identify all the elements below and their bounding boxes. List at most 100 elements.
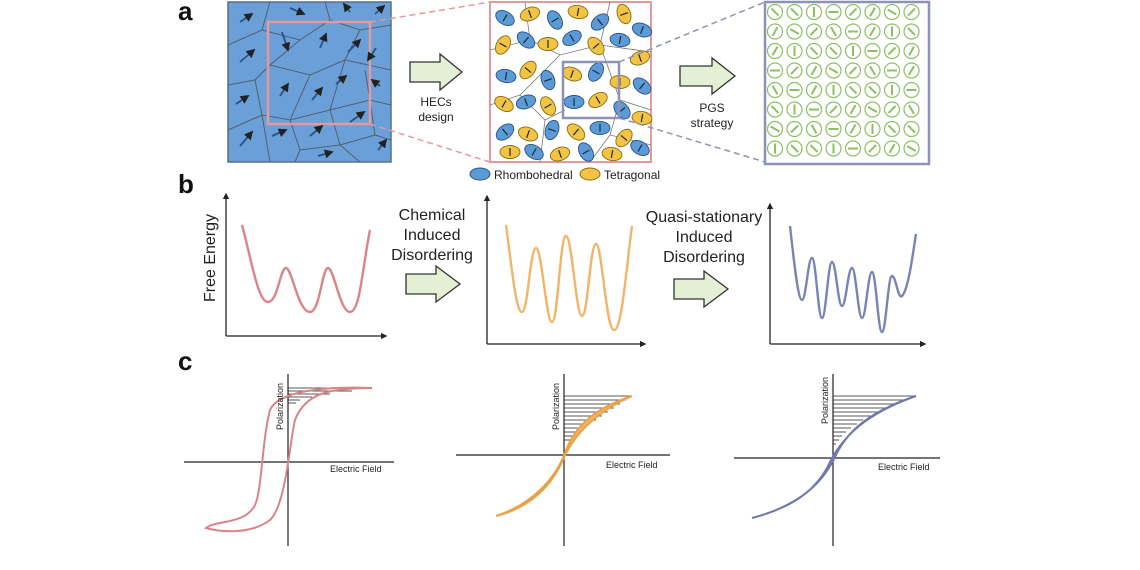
nanoregion-dipole [887,8,897,16]
domain-polarization-arrow [640,26,644,34]
disordering-label-1: Disordering [391,247,473,264]
chemical-disordering-arrow [405,264,462,304]
domain-polarization-arrow [638,82,646,90]
nanoregion-dipole [771,26,779,37]
domain-polarization-arrow [592,42,600,50]
energy-curve-ferroelectric [240,224,372,314]
nanoregion-dipole [771,46,779,56]
nanoregion-dipole [869,65,876,76]
nanoregion-dipole [809,46,819,56]
quasi-stationary-arrow [673,269,730,309]
induced-label-1: Induced [404,227,461,244]
pe-loop-chemical [456,374,670,546]
quasi-stationary-label: Quasi-stationary [646,209,763,226]
nanoregion-dipole [869,7,876,17]
nanoregion-dipole [888,143,896,154]
slim-loop-pgs [751,395,917,519]
nanoregion-dipole [867,106,878,113]
energy-plot-3 [766,202,927,348]
polarization-label-2: Polarization [551,383,561,430]
nanoregion-dipole [790,7,799,17]
zoom-line-top [369,1,491,23]
nanoregion-dipole [829,46,838,56]
polar-nanoregion-grid [766,3,920,157]
nanoregion-dipole [809,144,819,153]
nanoregion-dipole [848,85,858,95]
pgs-strategy-arrow [679,56,737,96]
nanoregion-dipole [770,105,780,114]
domain-polarization-arrow [569,34,575,42]
nanoregion-dipole [868,85,877,95]
nanoregion-dipole [849,104,857,115]
grain-structure-panel [227,1,392,163]
domain-polarization-arrow [551,17,559,23]
zoom-line-bottom-2 [618,117,766,163]
domain-polarization-arrow [544,78,552,82]
hysteresis-loop [203,386,373,533]
nanoregion-dipole [887,124,897,134]
electric-field-label-2: Electric Field [606,460,658,470]
nanoregion-dipole [849,124,857,134]
domain-polarization-arrow [610,149,614,159]
domain-polarization-arrow [618,35,622,45]
domain-polarization-arrow [524,98,528,106]
pgs-grid-panel [763,0,931,166]
hecs-label: HECs [420,95,451,109]
domain-polarization-arrow [501,128,509,136]
phase-legend: Rhombohedral Tetragonal [469,167,660,182]
disordering-label-2: Disordering [663,249,745,266]
nanoregion-dipole [830,26,837,37]
nanoregion-dipole [848,66,858,75]
nanoregion-dipole [790,144,799,153]
nanoregion-dipole [828,67,839,74]
domain-polarization-arrow [499,42,507,48]
nanoregion-dipole [848,7,858,17]
domain-polarization-arrow [558,150,562,158]
domain-polarization-arrow [572,128,580,136]
pe-loop-ferroelectric [184,374,394,546]
domain-polarization-arrow [640,113,644,123]
legend-tetragonal-label: Tetragonal [604,168,660,182]
zoom-line-top-2 [618,1,766,63]
slim-loop-chemical [495,395,633,517]
energy-curve-pgs [788,225,918,334]
domain-polarization-arrow [570,70,574,78]
domain-polarization-arrow [592,69,600,75]
domain-polarization-arrow [595,96,601,104]
nanoregion-dipole [789,28,800,35]
hecs-design-arrow [409,52,464,92]
nanoregion-dipole [829,105,838,114]
zoom-box-purple [561,60,621,120]
domain-polarization-arrow [504,71,508,81]
nanoregion-dipole [770,7,780,17]
energy-hatch-3 [833,395,916,445]
nanoregion-dipole [906,145,917,152]
electric-field-label-3: Electric Field [878,462,930,472]
induced-label-2: Induced [676,229,733,246]
domain-polarization-arrow [638,54,642,62]
electric-field-label-1: Electric Field [330,464,382,474]
domain-polarization-arrow [548,128,556,132]
chemical-label: Chemical [399,207,466,224]
polarization-label-1: Polarization [275,383,285,430]
domain-polarization-arrow [582,149,590,155]
zoom-line-bottom [369,123,491,163]
nanoregion-dipole [907,27,916,36]
energy-plot-2 [483,194,647,348]
domain-polarization-arrow [576,7,580,17]
domain-polarization-arrow [526,130,530,138]
nanoregion-dipole [908,65,915,76]
strategy-label: strategy [691,116,734,130]
nanoregion-dipole [868,144,877,153]
design-label: design [418,110,453,124]
domain-polarization-arrow [637,144,643,152]
domain-polarization-arrow [501,100,507,108]
pe-loop-pgs [734,374,940,546]
domain-polarization-arrow [531,148,537,156]
nanoregion-dipole [790,66,799,75]
nanoregion-dipole [887,46,897,56]
free-energy-label: Free Energy [202,214,219,302]
panel-label-a: a [178,0,193,26]
panel-label-c: c [178,346,192,376]
